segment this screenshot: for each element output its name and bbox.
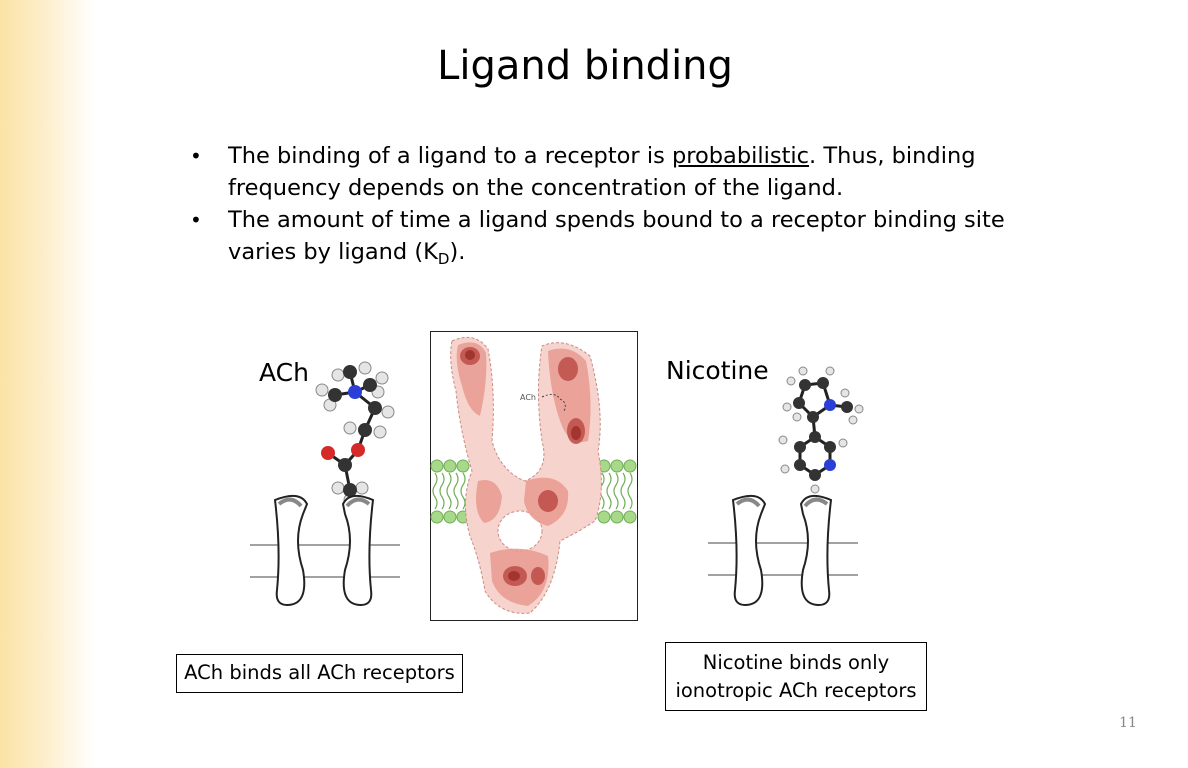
bullet2-text-end: ). [449, 239, 466, 265]
bullet-marker: • [190, 208, 202, 232]
bullet2-text-start: The amount of time a ligand spends bound… [228, 207, 1005, 265]
membrane-left [430, 459, 470, 524]
nicotine-caption-line1: Nicotine binds only [702, 651, 890, 674]
bullet-marker: • [190, 144, 202, 168]
bullet1-text-end: . Thus, binding frequency depends on the… [228, 143, 976, 201]
decorative-side-band [0, 0, 95, 768]
bullet1-underlined-word: probabilistic [671, 143, 810, 169]
page-number: 11 [1119, 715, 1137, 731]
ach-density-map: ACh [430, 331, 638, 621]
density-map-ach-label: ACh [520, 393, 536, 402]
ach-caption-text: ACh binds all ACh receptors [184, 661, 455, 684]
slide-title: Ligand binding [437, 43, 733, 89]
nicotine-caption-line2: ionotropic ACh receptors [675, 679, 917, 702]
bullet-item-binding-time: • The amount of time a ligand spends bou… [190, 204, 1008, 275]
nicotine-label: Nicotine [666, 356, 769, 385]
bullet1-text-start: The binding of a ligand to a receptor is [228, 143, 672, 169]
bullet-list: • The binding of a ligand to a receptor … [190, 140, 1008, 275]
ach-receptor-diagram [250, 494, 400, 607]
nicotine-caption-box: Nicotine binds only ionotropic ACh recep… [665, 642, 927, 711]
ach-molecule-illustration [315, 361, 395, 507]
membrane-right [597, 459, 637, 524]
bullet2-subscript: D [437, 250, 450, 268]
bullet-item-probabilistic: • The binding of a ligand to a receptor … [190, 140, 1008, 204]
ach-caption-box: ACh binds all ACh receptors [176, 654, 463, 693]
ach-label: ACh [259, 358, 309, 387]
nicotine-molecule-illustration [778, 366, 864, 494]
nicotine-receptor-diagram [708, 494, 858, 607]
